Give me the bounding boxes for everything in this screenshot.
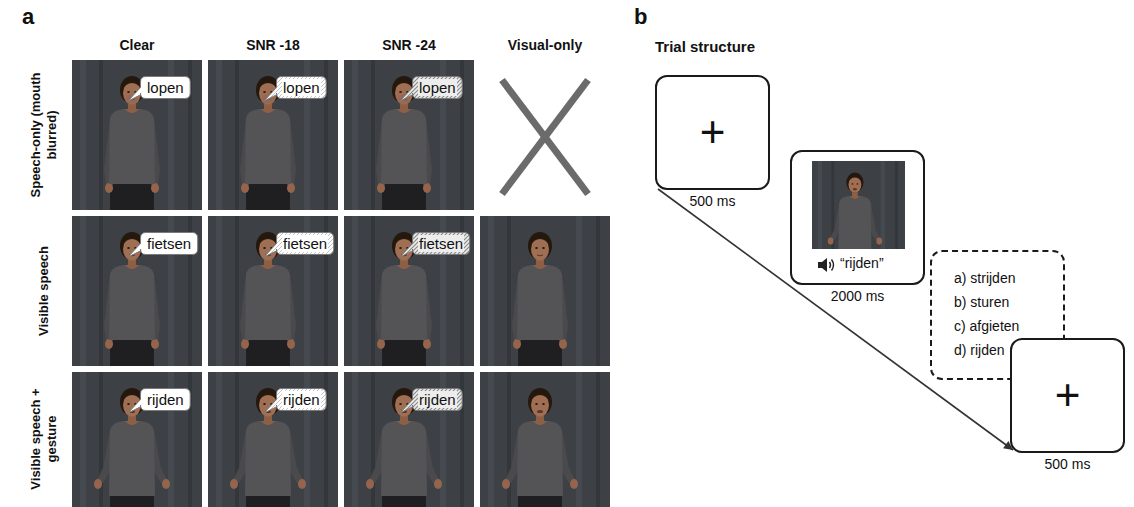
spoken-word: rijden <box>146 391 185 408</box>
spoken-word: lopen <box>282 79 321 96</box>
answer-option: c) afgieten <box>954 314 1063 338</box>
column-header: Clear <box>72 37 202 53</box>
bubble-shape <box>264 77 326 102</box>
speech-bubble: lopen <box>276 76 327 99</box>
speaker-photo <box>344 60 474 210</box>
spoken-word: lopen <box>146 79 185 96</box>
speaker-icon <box>818 258 834 272</box>
spoken-word: fietsen <box>418 235 464 252</box>
column-header: SNR -18 <box>208 37 338 53</box>
speech-bubble: lopen <box>140 76 191 99</box>
speaker-photo <box>344 372 474 507</box>
fixation-cross: + <box>657 109 768 155</box>
answer-option: b) sturen <box>954 290 1063 314</box>
duration-label: 500 ms <box>657 193 768 209</box>
speech-bubble: fietsen <box>276 232 334 255</box>
speaker-photo <box>72 216 202 366</box>
speech-bubble: rijden <box>140 388 191 411</box>
audio-word: “rijden” <box>840 255 884 271</box>
bubble-shape <box>128 389 190 414</box>
speaker-photo <box>72 372 202 507</box>
speech-bubble: fietsen <box>140 232 198 255</box>
bubble-shape <box>128 233 198 258</box>
spoken-word: lopen <box>418 79 457 96</box>
speaker-photo <box>208 372 338 507</box>
speech-bubble: fietsen <box>412 232 470 255</box>
row-header: Visible speech <box>22 226 66 356</box>
column-header: SNR -24 <box>344 37 474 53</box>
trial-screen: “rijden”2000 ms <box>790 150 925 285</box>
column-header: Visual-only <box>480 37 610 53</box>
fixation-cross: + <box>1012 372 1123 418</box>
panel-letter: b <box>634 4 647 30</box>
duration-label: 2000 ms <box>792 288 923 304</box>
video-frame <box>812 161 905 268</box>
speaker-photo <box>480 372 610 507</box>
speech-bubble: rijden <box>412 388 463 411</box>
speaker-photo <box>72 60 202 210</box>
speaker-photo <box>208 60 338 210</box>
answer-option: a) strijden <box>954 266 1063 290</box>
trial-screen: +500 ms <box>1010 338 1125 453</box>
spoken-word: rijden <box>418 391 457 408</box>
bubble-shape <box>400 233 470 258</box>
spoken-word: fietsen <box>146 235 192 252</box>
bubble-shape <box>264 389 326 414</box>
trial-screen: +500 ms <box>655 75 770 190</box>
row-header: Speech-only (mouth blurred) <box>22 70 66 200</box>
bubble-shape <box>264 233 334 258</box>
bubble-shape <box>400 389 462 414</box>
panel-title: Trial structure <box>655 38 755 55</box>
duration-label: 500 ms <box>1012 456 1123 472</box>
panel-letter: a <box>22 4 34 30</box>
speech-bubble: rijden <box>276 388 327 411</box>
speaker-photo <box>208 216 338 366</box>
cross-mark <box>502 80 588 194</box>
speaker-photo <box>344 216 474 366</box>
spoken-word: rijden <box>282 391 321 408</box>
spoken-word: fietsen <box>282 235 328 252</box>
speech-bubble: lopen <box>412 76 463 99</box>
row-header: Visible speech + gesture <box>22 374 66 504</box>
bubble-shape <box>400 77 462 102</box>
video-stills <box>72 60 610 507</box>
speaker-photo <box>480 216 610 366</box>
bubble-shape <box>128 77 190 102</box>
